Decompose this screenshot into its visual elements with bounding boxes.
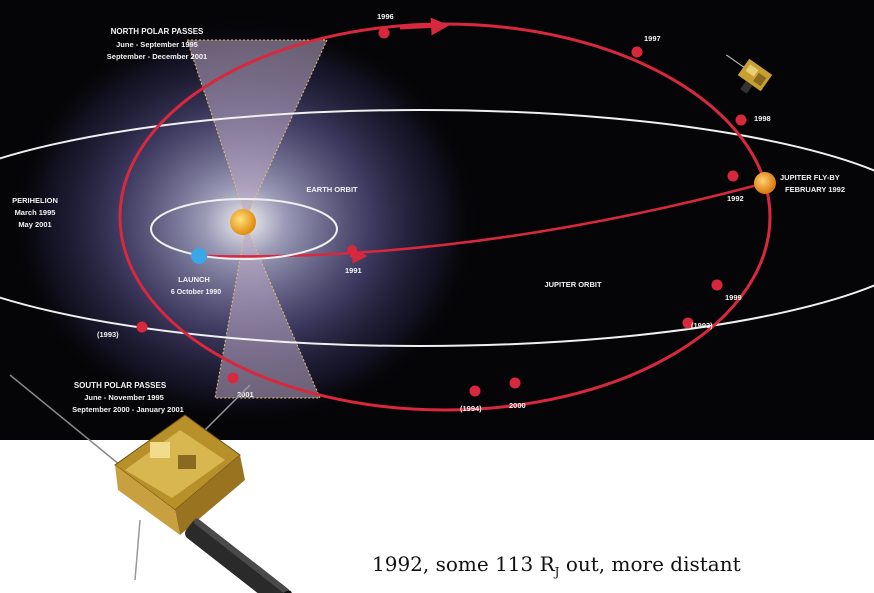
- marker-1993-right: [682, 317, 694, 329]
- perihelion-title: PERIHELION: [12, 196, 58, 205]
- year-label-1993-right: (1993): [691, 321, 713, 330]
- south-polar-dates-1: June - November 1995: [84, 393, 164, 402]
- marker-1993-left: [136, 321, 148, 333]
- north-polar-dates-1: June - September 1995: [116, 40, 198, 49]
- spacecraft-rtg-cylinder: [185, 518, 292, 593]
- year-label-1998: 1998: [754, 114, 771, 123]
- caption-subscript-j: J: [554, 565, 560, 579]
- perihelion-date-2: May 2001: [18, 220, 51, 229]
- ulysses-spacecraft-small: [726, 54, 773, 94]
- year-label-1992: 1992: [727, 194, 744, 203]
- body-text-line: 1992, some 113 RJ out, more distant: [372, 549, 872, 587]
- north-polar-dates-2: September - December 2001: [107, 52, 207, 61]
- marker-1996: [378, 27, 390, 39]
- marker-1997: [631, 46, 643, 58]
- marker-1999: [711, 279, 723, 291]
- year-label-1999: 1999: [725, 293, 742, 302]
- marker-1992: [727, 170, 739, 182]
- year-label-1993-left: (1993): [97, 330, 119, 339]
- marker-2001: [227, 372, 239, 384]
- jupiter-flyby-line-1: JUPITER FLY-BY: [780, 173, 840, 182]
- spacecraft-axial-boom: [204, 384, 251, 431]
- north-polar-title: NORTH POLAR PASSES: [111, 27, 204, 36]
- earth: [191, 248, 207, 264]
- spacecraft-lower-boom: [134, 519, 141, 581]
- south-polar-dates-2: September 2000 - January 2001: [72, 405, 184, 414]
- jupiter-orbit-path: [0, 109, 874, 347]
- caption-text-b: out, more distant: [559, 552, 741, 576]
- north-polar-cone: [186, 39, 328, 220]
- jupiter: [754, 172, 776, 194]
- year-label-1991: 1991: [345, 266, 362, 275]
- perihelion-date-1: March 1995: [15, 208, 56, 217]
- year-label-2000: 2000: [509, 401, 526, 410]
- year-label-2001: 2001: [237, 390, 254, 399]
- ulysses-spacecraft-large: [9, 374, 292, 593]
- caption-text-a: 1992, some 113 R: [372, 552, 555, 576]
- sun: [230, 209, 256, 235]
- launch-title: LAUNCH: [178, 275, 210, 284]
- year-label-1997: 1997: [644, 34, 661, 43]
- marker-1994: [469, 385, 481, 397]
- earth-orbit-path: [150, 198, 338, 260]
- marker-1998: [735, 114, 747, 126]
- launch-date: 6 October 1990: [171, 289, 221, 296]
- earth-orbit-label: EARTH ORBIT: [306, 185, 358, 194]
- orbit-direction-arrow: [399, 17, 449, 36]
- spacecraft-wire-antenna: [9, 374, 121, 466]
- jupiter-flyby-line-2: FEBRUARY 1992: [785, 185, 845, 194]
- year-label-1994: (1994): [460, 404, 482, 413]
- marker-2000: [509, 377, 521, 389]
- south-polar-title: SOUTH POLAR PASSES: [74, 381, 167, 390]
- ulysses-trajectory-diagram: NORTH POLAR PASSES June - September 1995…: [0, 0, 874, 440]
- marker-1991: [347, 245, 357, 255]
- south-polar-cone: [214, 224, 321, 399]
- year-label-1996: 1996: [377, 12, 394, 21]
- position-markers: [136, 27, 747, 397]
- spacecraft-body: [114, 414, 245, 535]
- jupiter-orbit-label: JUPITER ORBIT: [544, 280, 602, 289]
